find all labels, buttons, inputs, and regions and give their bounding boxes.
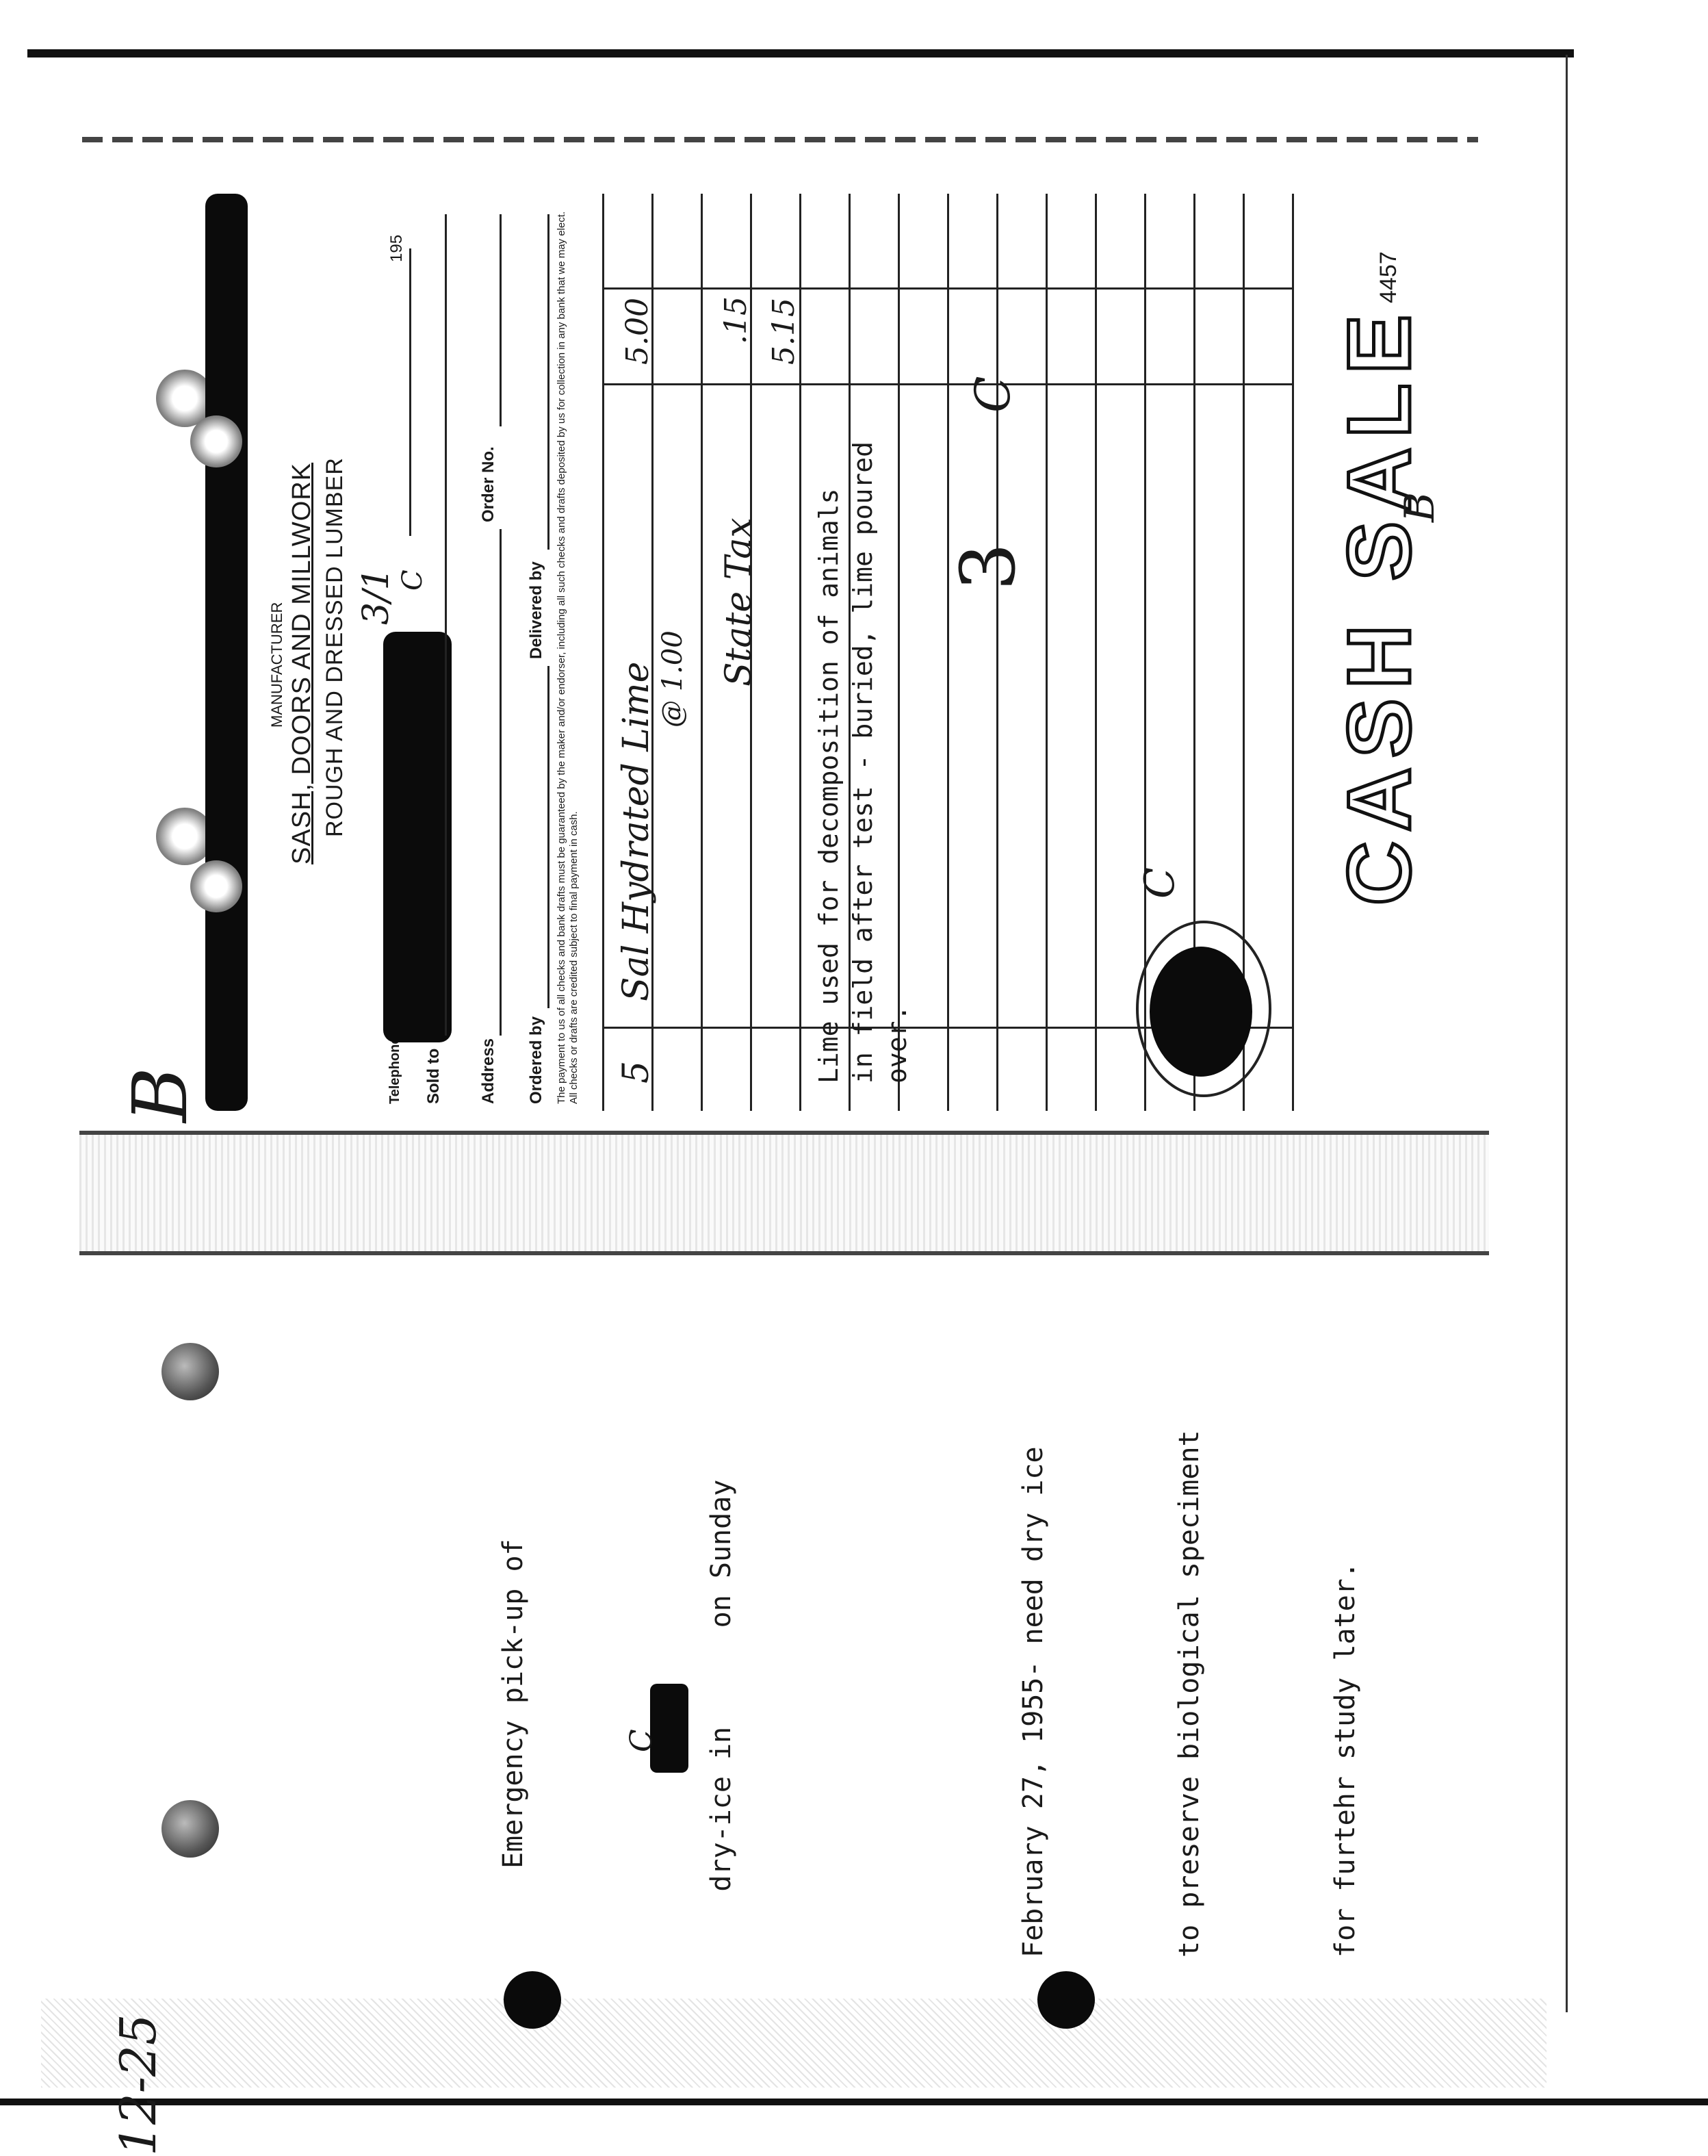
sold-to-label: Sold to: [424, 1048, 443, 1104]
date-line: [409, 248, 411, 536]
memo-line-5: for furtehr study later.: [1330, 1562, 1361, 1958]
handwritten-b-mark: B: [116, 1067, 204, 1122]
tax-amount: .15: [719, 296, 753, 344]
handwritten-b-stamp: B: [1396, 491, 1444, 522]
scan-artifact-band: [79, 1131, 1489, 1255]
handwritten-date: 3/1: [356, 567, 397, 625]
form-number: 4457: [1375, 251, 1401, 303]
binder-hole: [190, 860, 242, 912]
cash-sale-invoice: MANUFACTURER SASH, DOORS AND MILLWORK RO…: [190, 194, 1478, 1111]
payment-terms: The payment to us of all checks and bank…: [556, 211, 580, 1104]
typed-note-line-2: in field after test - buried, lime poure…: [848, 441, 878, 1083]
right-edge-line: [1566, 55, 1568, 2012]
memo-line-2: dry-ice in on Sunday: [706, 1479, 737, 1892]
handwritten-3: 3: [944, 543, 1032, 591]
table-rule: [1292, 194, 1294, 1111]
scan-noise-bottom: [41, 1999, 1547, 2088]
dashed-top-strip: [82, 137, 1478, 142]
redacted-business-name: [205, 194, 248, 1111]
typed-memo: Emergency pick-up of dry-ice in on Sunda…: [383, 1430, 1423, 1958]
handwritten-c: C: [397, 569, 428, 591]
tax-label: State Tax: [719, 517, 760, 686]
binder-hole: [161, 1800, 219, 1858]
binder-hole: [161, 1343, 219, 1400]
order-no-line: [500, 214, 502, 426]
binder-hole: [504, 1971, 561, 2029]
cash-sale-stamp: CASH SALE: [1328, 303, 1431, 907]
company-line-2: ROUGH AND DRESSED LUMBER: [322, 457, 348, 837]
table-rule: [1095, 194, 1097, 1111]
table-rule: [602, 194, 604, 1111]
binder-hole: [156, 808, 214, 865]
address-label: Address: [479, 1038, 497, 1104]
address-line: [500, 529, 502, 1036]
bottom-border: [0, 2099, 1708, 2105]
total-amount: 5.15: [766, 298, 801, 365]
memo-line-1: Emergency pick-up of: [497, 1539, 529, 1869]
binder-hole: [156, 370, 214, 427]
table-rule: [1046, 194, 1048, 1111]
delivered-by-line: [547, 214, 549, 550]
ordered-by-label: Ordered by: [527, 1016, 545, 1104]
price-column-rule: [602, 383, 1293, 385]
item-description: Sal Hydrated Lime: [616, 661, 657, 1001]
ordered-by-line: [547, 666, 549, 1008]
company-line-1: SASH, DOORS AND MILLWORK: [287, 462, 316, 864]
table-rule: [947, 194, 949, 1111]
item-quantity: 5: [616, 1060, 657, 1083]
memo-handwritten-c: C: [624, 1729, 659, 1752]
delivered-by-label: Delivered by: [527, 561, 545, 659]
item-amount: 5.00: [620, 298, 655, 365]
memo-line-3: February 27, 1955- need dry ice: [1018, 1446, 1049, 1958]
telephone-label: Telephone: [387, 1036, 402, 1104]
amount-column-rule: [602, 287, 1293, 290]
typed-note-line-3: over.: [882, 1005, 912, 1083]
memo-line-2-wrap: dry-ice in on Sunday C: [624, 1430, 903, 1958]
redacted-circle: [1150, 947, 1252, 1077]
table-rule: [701, 194, 703, 1111]
handwritten-c-mark: C: [965, 376, 1021, 413]
order-no-label: Order No.: [479, 446, 497, 522]
top-border: [27, 49, 1574, 57]
table-rule: [996, 194, 998, 1111]
redacted-location: [650, 1684, 688, 1773]
manufacturer-label: MANUFACTURER: [268, 602, 285, 728]
handwritten-c-small: C: [1136, 867, 1184, 899]
typed-note-line-1: Lime used for decomposition of animals: [814, 488, 844, 1083]
corner-handwritten-number: 12-25: [109, 2014, 167, 2156]
binder-hole: [190, 415, 242, 467]
redacted-customer: [383, 632, 452, 1042]
binder-hole: [1037, 1971, 1095, 2029]
year-label: 195: [387, 234, 406, 262]
memo-line-4: to preserve biological speciment: [1174, 1430, 1205, 1958]
table-rule: [898, 194, 900, 1111]
sold-to-line: [445, 214, 447, 1036]
item-price: @ 1.00: [657, 630, 688, 728]
